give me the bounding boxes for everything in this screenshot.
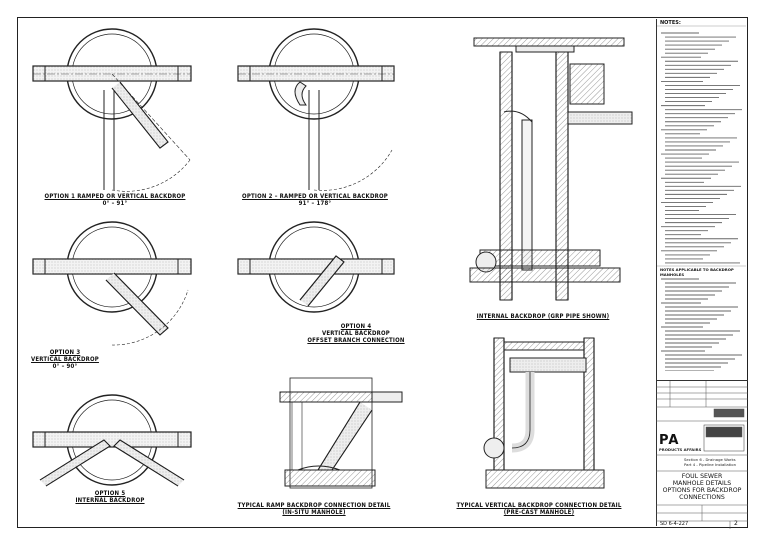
notes-text-lines: [661, 32, 742, 264]
option-4-subtitle: VERTICAL BACKDROP: [322, 330, 390, 337]
option-1-angle: 0° – 91°: [102, 200, 128, 207]
vertical-detail-caption: TYPICAL VERTICAL BACKDROP CONNECTION DET…: [452, 502, 626, 516]
org-logo: PA: [659, 433, 680, 448]
notes-text-lines-2: [661, 278, 742, 371]
vertical-detail-title: TYPICAL VERTICAL BACKDROP CONNECTION DET…: [456, 502, 622, 509]
org-name: PRODUCTS AFFAIRS: [659, 447, 702, 452]
option-4-caption: OPTION 4 VERTICAL BACKDROP OFFSET BRANCH…: [296, 323, 416, 344]
ramp-detail-caption: TYPICAL RAMP BACKDROP CONNECTION DETAIL …: [236, 502, 392, 516]
internal-backdrop-title: INTERNAL BACKDROP (GRP PIPE SHOWN): [476, 313, 610, 320]
option-4-plan: [237, 221, 395, 313]
option-2-caption: OPTION 2 – RAMPED OR VERTICAL BACKDROP 9…: [240, 193, 390, 207]
option-3-subtitle: VERTICAL BACKDROP: [31, 356, 99, 363]
option-2-plan: [237, 28, 395, 191]
option-4-subtitle-2: OFFSET BRANCH CONNECTION: [307, 337, 405, 344]
drawing-title: FOUL SEWER MANHOLE DETAILS OPTIONS FOR B…: [658, 473, 746, 501]
drawing-number: SD 6-4-227: [660, 521, 689, 527]
title-line-1: FOUL SEWER: [681, 473, 723, 480]
option-3-title: OPTION 3: [49, 349, 81, 356]
option-2-angle: 91° – 178°: [298, 200, 332, 207]
option-3-angle: 0° – 90°: [52, 363, 78, 370]
title-line-4: CONNECTIONS: [679, 494, 725, 501]
notes-subheading: NOTES APPLICABLE TO BACKDROP MANHOLES: [660, 267, 734, 277]
sheet-border: [17, 17, 748, 528]
option-5-title: OPTION 5: [94, 490, 126, 497]
notes-rules: [656, 25, 746, 267]
title-block-grid: [656, 381, 748, 529]
title-line-3: OPTIONS FOR BACKDROP: [662, 487, 742, 494]
vertical-backdrop-section: [483, 337, 605, 489]
option-1-caption: OPTION 1 RAMPED OR VERTICAL BACKDROP 0° …: [40, 193, 190, 207]
ramp-detail-subtitle: (IN-SITU MANHOLE): [282, 509, 346, 516]
option-3-caption: OPTION 3 VERTICAL BACKDROP 0° – 90°: [20, 349, 110, 370]
notes-panel: NOTES: NOTES APPLICABLE TO BACKDROP MANH…: [656, 19, 746, 526]
option-5-caption: OPTION 5 INTERNAL BACKDROP: [60, 490, 160, 504]
option-4-title: OPTION 4: [340, 323, 372, 330]
revision-number: 2: [734, 520, 738, 527]
ramp-detail-title: TYPICAL RAMP BACKDROP CONNECTION DETAIL: [237, 502, 391, 509]
option-1-plan: [32, 28, 192, 192]
internal-backdrop-section: [469, 37, 633, 301]
ramp-detail-section: [279, 377, 403, 489]
internal-backdrop-caption: INTERNAL BACKDROP (GRP PIPE SHOWN): [458, 313, 628, 320]
option-1-title: OPTION 1 RAMPED OR VERTICAL BACKDROP: [44, 193, 186, 200]
option-5-plan: [32, 394, 192, 487]
title-block: PA PRODUCTS AFFAIRS Section 6 - Drainage…: [656, 380, 748, 529]
notes-heading: NOTES:: [660, 20, 681, 26]
vertical-detail-subtitle: (PRE-CAST MANHOLE): [503, 509, 575, 516]
section-label: Section 6 - Drainage Works: [684, 457, 736, 462]
option-5-subtitle: INTERNAL BACKDROP: [75, 497, 145, 504]
title-line-2: MANHOLE DETAILS: [672, 480, 732, 487]
option-3-plan: [32, 221, 192, 346]
option-2-title: OPTION 2 – RAMPED OR VERTICAL BACKDROP: [242, 193, 388, 200]
part-label: Part 4 - Pipeline Installation: [684, 462, 736, 467]
